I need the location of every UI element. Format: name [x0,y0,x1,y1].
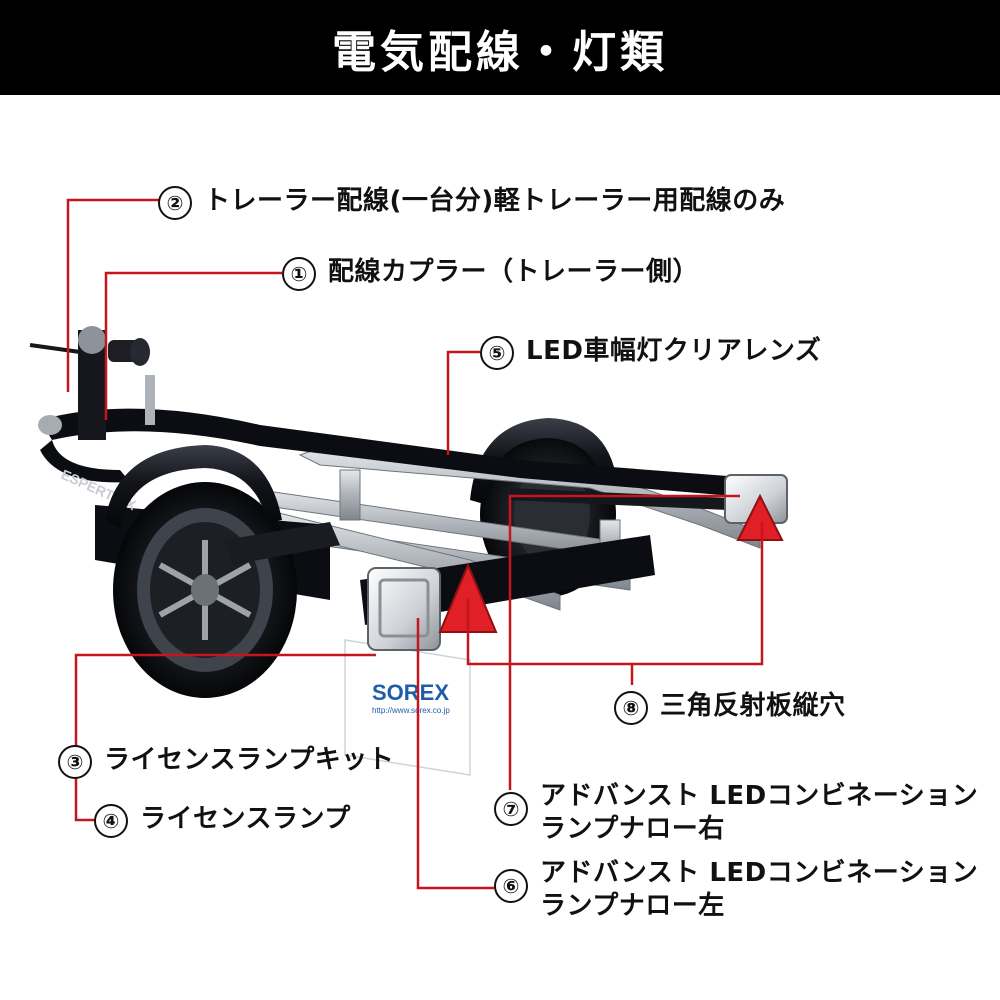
leader-line-5 [446,350,480,455]
callout-number: ⑦ [494,792,528,826]
callout-7: ⑦ アドバンスト LEDコンビネーション ランプナロー右 [494,780,978,846]
leader-line-2 [66,198,160,392]
page-title: 電気配線・灯類 [332,26,668,78]
callout-label-led-marker-lens: LED車幅灯クリアレンズ [526,336,822,366]
callout-label-line2: ランプナロー左 [540,891,725,921]
leader-line-8 [466,522,764,666]
license-plate: SOREX http://www.sorex.co.jp [344,639,471,776]
callout-label-triangle-reflector: 三角反射板縦穴 [660,691,846,721]
callout-4: ④ ライセンスランプ [94,803,351,838]
header-bar: 電気配線・灯類 [0,0,1000,95]
leader-line-7 [508,494,740,790]
leader-line-4 [74,773,96,822]
callout-label-combination-lamp-right: アドバンスト LEDコンビネーション ランプナロー右 [540,780,978,846]
callout-number: ② [158,186,192,220]
callout-label-license-lamp-kit: ライセンスランプキット [104,745,395,775]
callout-6: ⑥ アドバンスト LEDコンビネーション ランプナロー左 [494,857,978,923]
callout-number: ⑧ [614,691,648,725]
rear-lamp-right [724,474,788,541]
callout-label-line1: アドバンスト LEDコンビネーション [540,781,979,811]
callout-label-line2: ランプナロー右 [540,814,725,844]
callout-number: ⑤ [480,336,514,370]
leader-line-3 [74,653,376,760]
callout-number: ① [282,257,316,291]
leader-line-6 [416,618,494,890]
callout-label-license-lamp: ライセンスランプ [140,804,351,834]
callout-number: ⑥ [494,869,528,903]
leader-line-1 [104,271,282,420]
callout-number: ④ [94,804,128,838]
callout-label-trailer-wiring: トレーラー配線(一台分)軽トレーラー用配線のみ [204,186,786,216]
callout-2: ② トレーラー配線(一台分)軽トレーラー用配線のみ [158,185,785,220]
leader-lines [66,198,764,890]
plate-brand: SOREX [372,680,449,705]
callout-5: ⑤ LED車幅灯クリアレンズ [480,335,821,370]
trailer-illustration: ESPERTO X SO [29,326,788,776]
near-wheel [105,445,340,698]
callout-label-line1: アドバンスト LEDコンビネーション [540,858,979,888]
callout-1: ① 配線カプラー（トレーラー側） [282,256,699,291]
callout-8: ⑧ 三角反射板縦穴 [614,690,846,725]
callout-label-combination-lamp-left: アドバンスト LEDコンビネーション ランプナロー左 [540,857,978,923]
plate-url: http://www.sorex.co.jp [372,706,450,715]
callout-number: ③ [58,745,92,779]
hitch-winch [29,326,155,440]
callout-3: ③ ライセンスランプキット [58,744,394,779]
callout-label-wiring-coupler: 配線カプラー（トレーラー側） [328,257,700,287]
